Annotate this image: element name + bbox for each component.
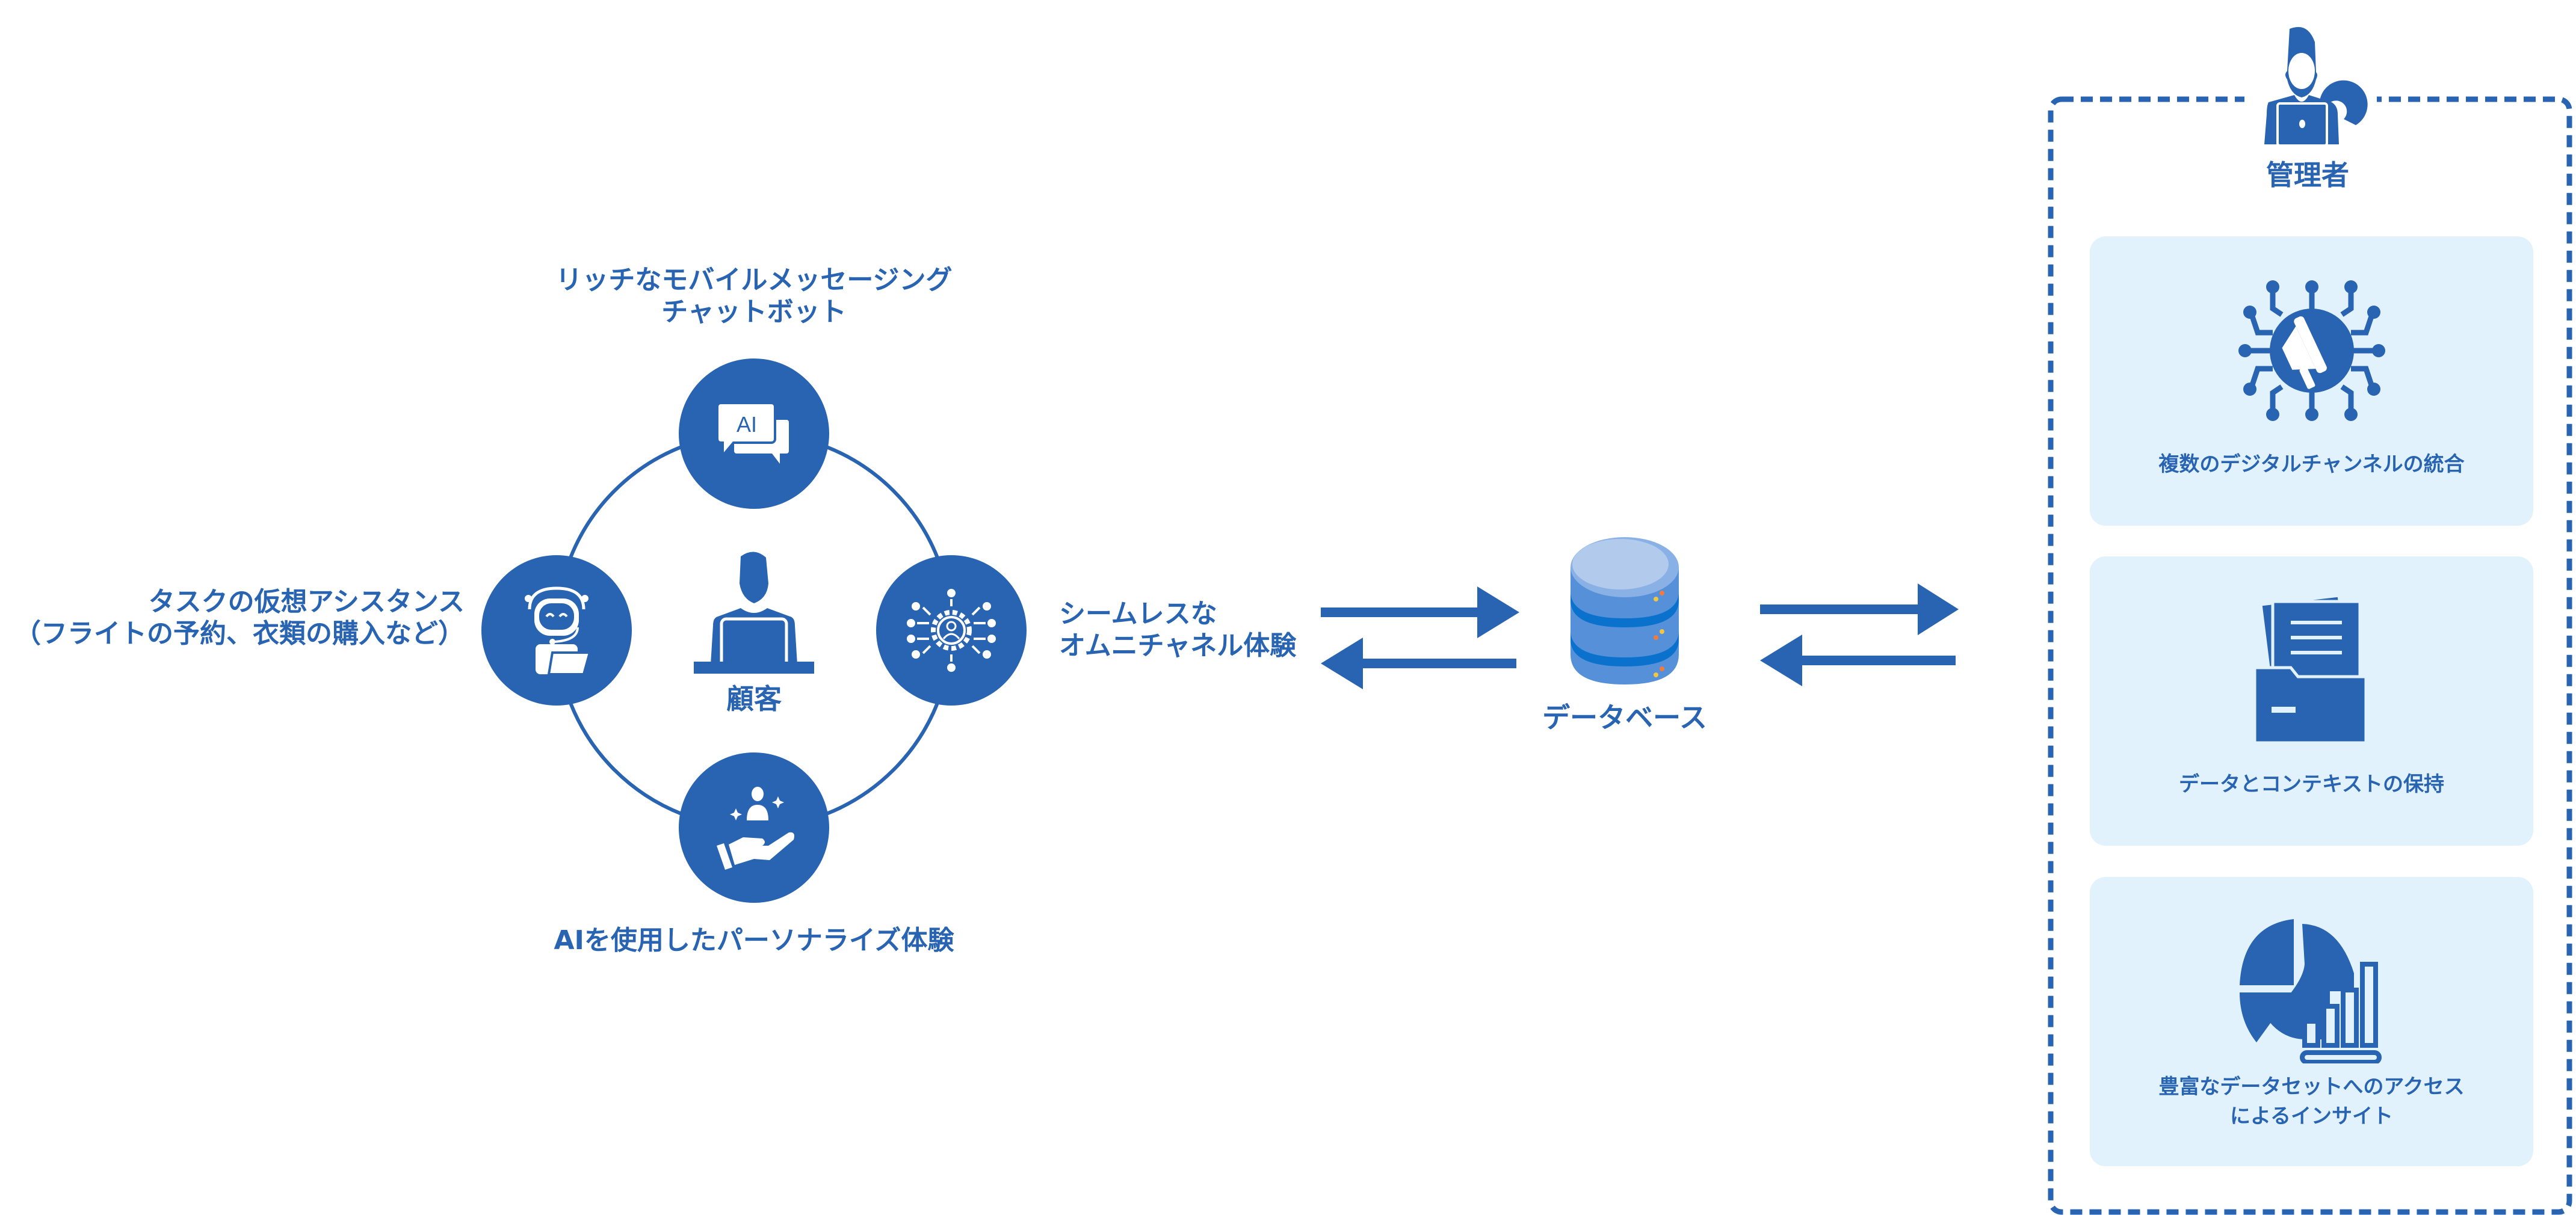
pie-bar-chart-icon	[2239, 919, 2382, 1063]
svg-text:AI: AI	[737, 412, 757, 437]
omnichannel-label: シームレスな オムニチャネル体験	[1059, 598, 1297, 661]
customer: 顧客	[694, 550, 814, 716]
assistant-label: タスクの仮想アシスタンス （フライトの予約、衣類の購入など）	[14, 586, 465, 649]
card-channel-integration-label: 複数のデジタルチャンネルの統合	[2158, 452, 2465, 476]
card-data-retention-label: データとコンテキストの保持	[2179, 772, 2444, 796]
admin-label: 管理者	[2266, 159, 2349, 191]
card-data-retention: データとコンテキストの保持	[2090, 556, 2533, 846]
arrow-from-database	[1321, 638, 1516, 689]
database: データベース	[1542, 534, 1707, 734]
arrow-to-admin	[1760, 583, 1959, 635]
megaphone-network-icon	[2238, 280, 2385, 421]
card-insights-label: 豊富なデータセットへのアクセス によるインサイト	[2158, 1075, 2465, 1129]
hand-person-sparkle-icon	[717, 787, 794, 870]
card-insights: 豊富なデータセットへのアクセス によるインサイト	[2090, 877, 2533, 1166]
chatbot-label: リッチなモバイルメッセージング チャットボット	[555, 265, 953, 327]
arrow-to-database	[1321, 586, 1519, 638]
chatbot-node: AI	[679, 358, 829, 509]
card-channel-integration: 複数のデジタルチャンネルの統合	[2090, 236, 2533, 526]
person-laptop-icon	[694, 552, 814, 674]
personalized-node	[679, 752, 829, 903]
admin: 管理者	[2229, 24, 2386, 192]
database-icon	[1571, 537, 1679, 684]
ai-chat-bubbles-icon: AI	[716, 402, 791, 464]
database-label: データベース	[1542, 701, 1707, 734]
admin-gear-icon	[2264, 26, 2368, 147]
folder-documents-icon	[2253, 594, 2367, 745]
omnichannel-node	[876, 555, 1027, 706]
personalized-label: AIを使用したパーソナライズ体験	[554, 925, 954, 956]
gear-network-icon	[907, 589, 996, 672]
assistant-node	[481, 555, 632, 706]
robot-headset-icon	[525, 586, 591, 675]
customer-label: 顧客	[726, 683, 782, 715]
arrow-from-admin	[1760, 635, 1956, 686]
